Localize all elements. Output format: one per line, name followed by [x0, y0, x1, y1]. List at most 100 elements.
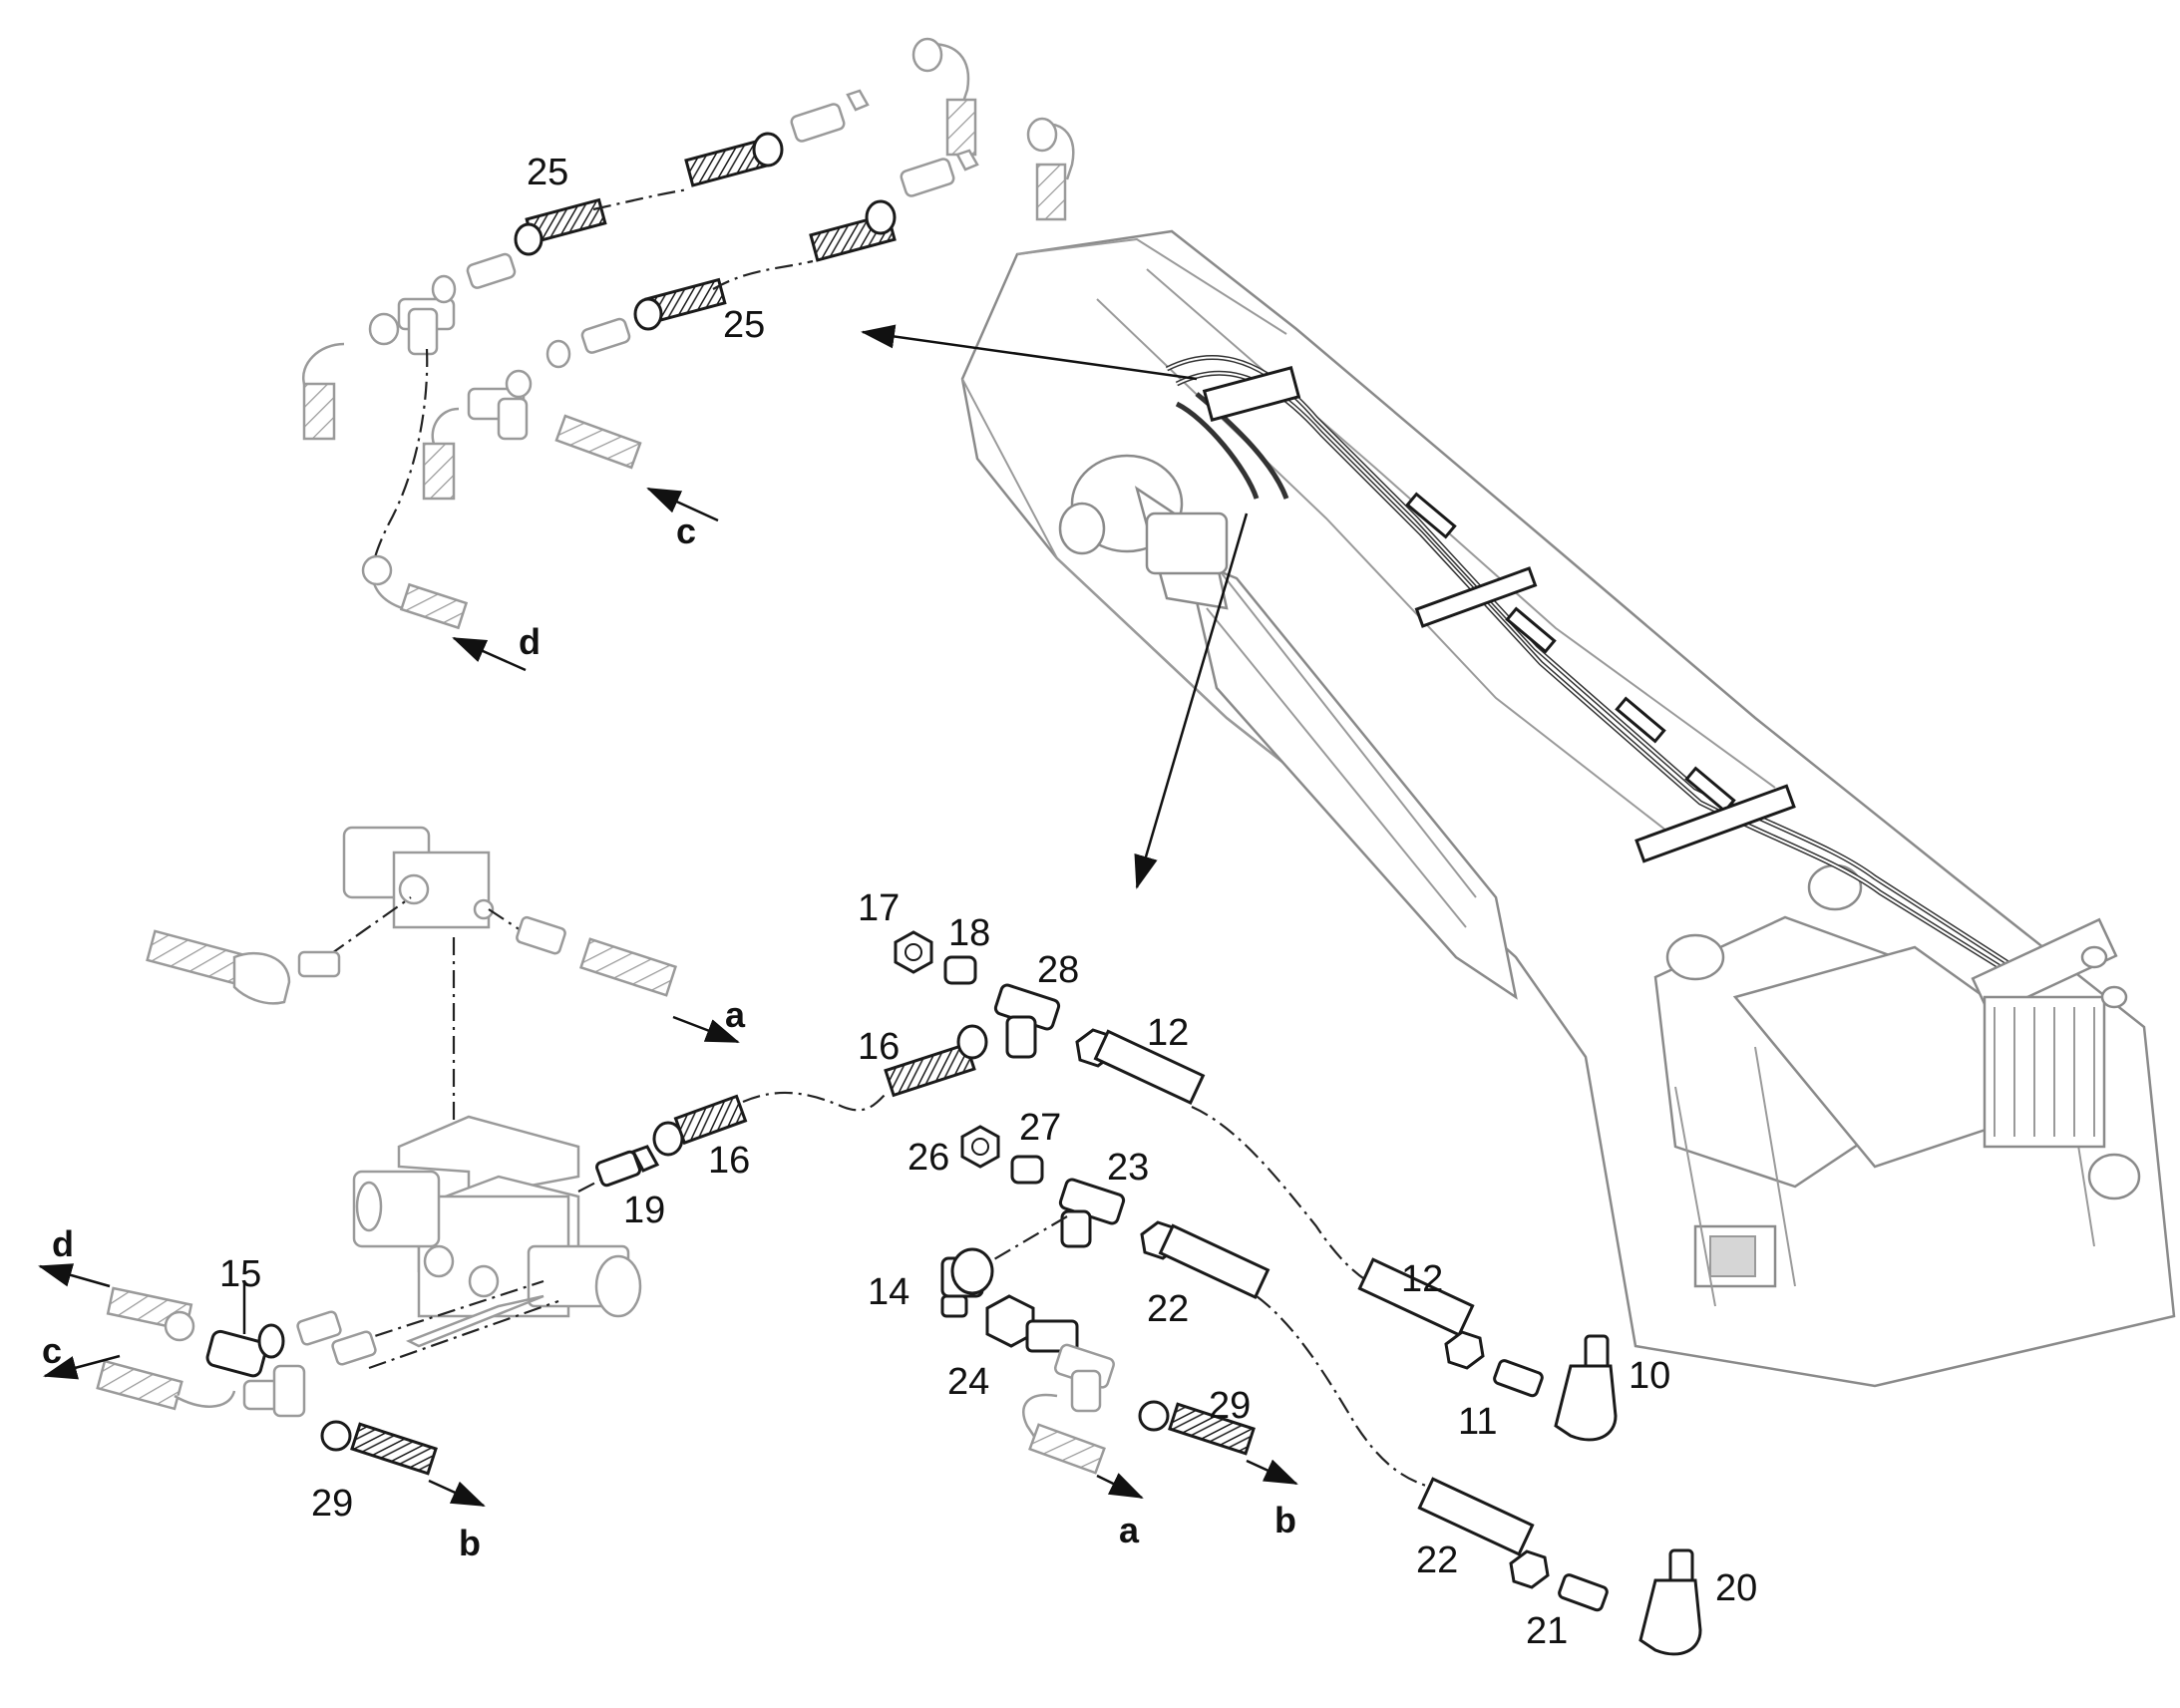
boom-lower-bracket — [1653, 863, 2141, 1307]
flow-label-a-mid: a — [725, 994, 746, 1035]
top-hose-group — [301, 37, 1075, 672]
callout-12-upper: 12 — [1147, 1012, 1189, 1054]
elbow-15 — [205, 1323, 285, 1378]
ghost-nipple-4 — [545, 317, 631, 369]
hose-29-right — [1138, 1400, 1256, 1456]
ghost-fittings-left — [146, 915, 678, 1005]
flow-label-b-left: b — [459, 1523, 481, 1563]
callout-27: 27 — [1019, 1107, 1061, 1149]
flow-arrow-b-bottom — [1246, 1459, 1298, 1486]
flow-letter-labels: c d a d c b a b — [42, 511, 1296, 1563]
hose-25-upper — [684, 132, 784, 187]
callout-29-left: 29 — [311, 1483, 353, 1525]
dash-link-22 — [1256, 1295, 1427, 1488]
ghost-nipples-left — [296, 1310, 377, 1366]
valve-assembly — [38, 826, 889, 1508]
callout-16-right: 16 — [858, 1026, 900, 1068]
callout-25-lower: 25 — [723, 304, 765, 346]
tee-28 — [993, 983, 1061, 1059]
tube-22-lower — [1417, 1477, 1550, 1589]
ghost-bottom-fittings — [1022, 1343, 1115, 1475]
left-hose-d — [106, 1286, 195, 1342]
callout-22-upper: 22 — [1147, 1288, 1189, 1330]
hose-25-upper-left — [514, 197, 607, 256]
hose-25-lower — [809, 199, 897, 262]
flow-arrow-a-bottom — [1096, 1473, 1144, 1500]
callout-28: 28 — [1037, 949, 1079, 991]
hose-25-lower-left — [633, 277, 727, 331]
flow-label-d-left: d — [52, 1223, 74, 1264]
flow-arrow-b-left — [428, 1479, 486, 1508]
dash-link-16 — [742, 1091, 889, 1112]
callout-12-lower: 12 — [1401, 1258, 1443, 1300]
boom-cylinder — [1058, 454, 1229, 610]
tube-12-lower — [1357, 1257, 1485, 1370]
ghost-nipple-2 — [900, 149, 979, 197]
boom-leader-arrows — [861, 324, 1249, 889]
nipple-11 — [1493, 1359, 1544, 1398]
flow-arrow-a-mid — [672, 1015, 740, 1044]
flow-label-a-bottom: a — [1119, 1510, 1140, 1550]
hose-29-left — [320, 1420, 438, 1476]
ghost-elbow-left-2 — [422, 407, 460, 501]
dash-link-12 — [1191, 1105, 1377, 1287]
hose-16-right — [884, 1024, 988, 1098]
flow-label-c-top: c — [676, 511, 696, 551]
sleeve-18 — [943, 955, 977, 985]
flow-label-b-bottom: b — [1274, 1500, 1296, 1540]
callout-17: 17 — [858, 887, 900, 929]
flow-arrow-c-left — [43, 1354, 121, 1380]
tube-12-upper — [1075, 1028, 1206, 1105]
callout-24: 24 — [947, 1361, 989, 1403]
fitting-19 — [595, 1145, 660, 1188]
nut-17 — [894, 930, 933, 974]
callout-20: 20 — [1715, 1567, 1757, 1609]
flow-arrow-c-top — [646, 487, 719, 522]
callout-25-upper: 25 — [527, 152, 568, 193]
callout-26: 26 — [908, 1137, 949, 1179]
callout-labels: 25 25 17 18 28 16 12 16 19 26 27 23 15 1… — [219, 152, 1757, 1652]
hose-16-left — [652, 1094, 748, 1157]
ghost-hose-c — [554, 414, 642, 470]
sleeve-27 — [1010, 1155, 1044, 1185]
elbow-10 — [1554, 1334, 1618, 1442]
callout-21: 21 — [1526, 1610, 1568, 1652]
flow-label-c-left: c — [42, 1330, 62, 1371]
nipple-21 — [1558, 1573, 1609, 1612]
left-hose-c — [96, 1359, 236, 1411]
callout-19: 19 — [623, 1190, 665, 1231]
ghost-elbow-fitting-1 — [911, 37, 977, 157]
flow-label-d-top: d — [519, 621, 541, 662]
adapter-24 — [985, 1294, 1079, 1353]
ghost-elbow-left-1 — [301, 342, 345, 441]
swivel-14 — [940, 1247, 994, 1318]
ghost-tee-2 — [467, 369, 533, 441]
callout-11: 11 — [1458, 1401, 1497, 1443]
boom-assembly — [960, 229, 2176, 1388]
center-fittings — [884, 930, 1702, 1656]
nut-26 — [960, 1125, 1000, 1169]
boom-hydraulic-lines — [1165, 355, 2128, 1149]
ghost-hose-d — [361, 554, 469, 630]
callout-29-right: 29 — [1209, 1385, 1251, 1427]
callout-22-lower: 22 — [1416, 1539, 1458, 1581]
main-valve-block — [352, 1170, 642, 1348]
dash-link-25-lower — [712, 259, 814, 290]
callout-10: 10 — [1629, 1355, 1670, 1397]
ghost-tee-left — [242, 1364, 306, 1418]
dash-link-d — [372, 348, 429, 564]
flow-arrow-d-left — [38, 1263, 111, 1288]
callout-16-left: 16 — [708, 1140, 750, 1182]
ghost-nipple-1 — [790, 89, 870, 143]
tee-23 — [1058, 1178, 1126, 1248]
callout-23: 23 — [1107, 1147, 1149, 1189]
elbow-20 — [1638, 1548, 1702, 1656]
dash-link-25-upper — [592, 187, 689, 211]
ghost-tee-1 — [368, 297, 456, 356]
ghost-elbow-fitting-2 — [1026, 117, 1075, 221]
tube-22-upper — [1140, 1220, 1271, 1299]
callout-14: 14 — [868, 1271, 909, 1313]
ghost-solenoid-valve — [342, 826, 495, 929]
ghost-nipple-3 — [431, 252, 517, 304]
